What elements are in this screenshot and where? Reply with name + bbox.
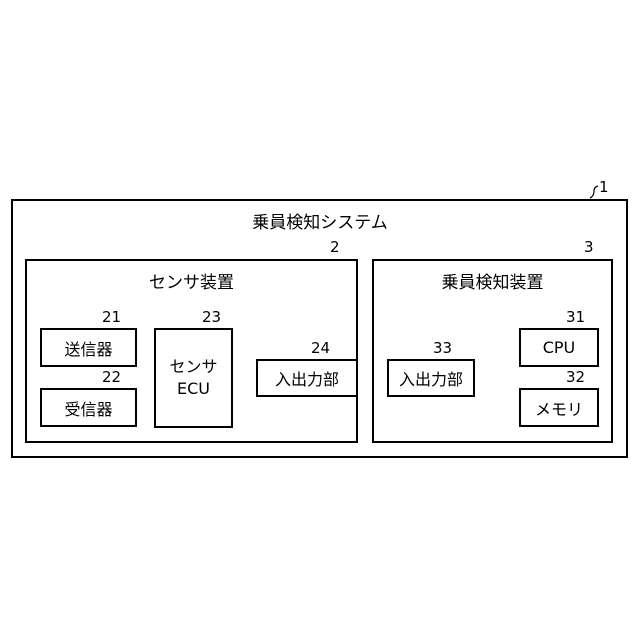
ref-32: 32 — [566, 368, 585, 386]
ref-22: 22 — [102, 368, 121, 386]
sensor-io-box: 入出力部 — [256, 359, 358, 397]
sensor-device-title: センサ装置 — [25, 268, 358, 293]
leader-1 — [590, 186, 598, 198]
transmitter-label: 送信器 — [64, 336, 112, 360]
ref-31: 31 — [566, 308, 585, 326]
ref-24: 24 — [311, 339, 330, 357]
ref-23: 23 — [202, 308, 221, 326]
system-title: 乗員検知システム — [0, 208, 640, 233]
memory-box: メモリ — [519, 388, 599, 427]
sensor-ecu-label-line1: センサ — [169, 356, 217, 378]
sensor-io-label: 入出力部 — [275, 366, 339, 390]
detection-io-box: 入出力部 — [387, 359, 475, 397]
transmitter-box: 送信器 — [40, 328, 137, 367]
ref-2: 2 — [330, 238, 340, 256]
ref-33: 33 — [433, 339, 452, 357]
cpu-label: CPU — [543, 338, 576, 357]
detection-io-label: 入出力部 — [399, 366, 463, 390]
ref-21: 21 — [102, 308, 121, 326]
receiver-box: 受信器 — [40, 388, 137, 427]
ref-3: 3 — [584, 238, 594, 256]
detection-device-title: 乗員検知装置 — [372, 268, 613, 293]
cpu-box: CPU — [519, 328, 599, 367]
ref-1: 1 — [599, 178, 609, 196]
sensor-ecu-label-line2: ECU — [177, 378, 210, 400]
receiver-label: 受信器 — [64, 396, 112, 420]
sensor-ecu-box: センサ ECU — [154, 328, 233, 428]
memory-label: メモリ — [535, 396, 583, 420]
